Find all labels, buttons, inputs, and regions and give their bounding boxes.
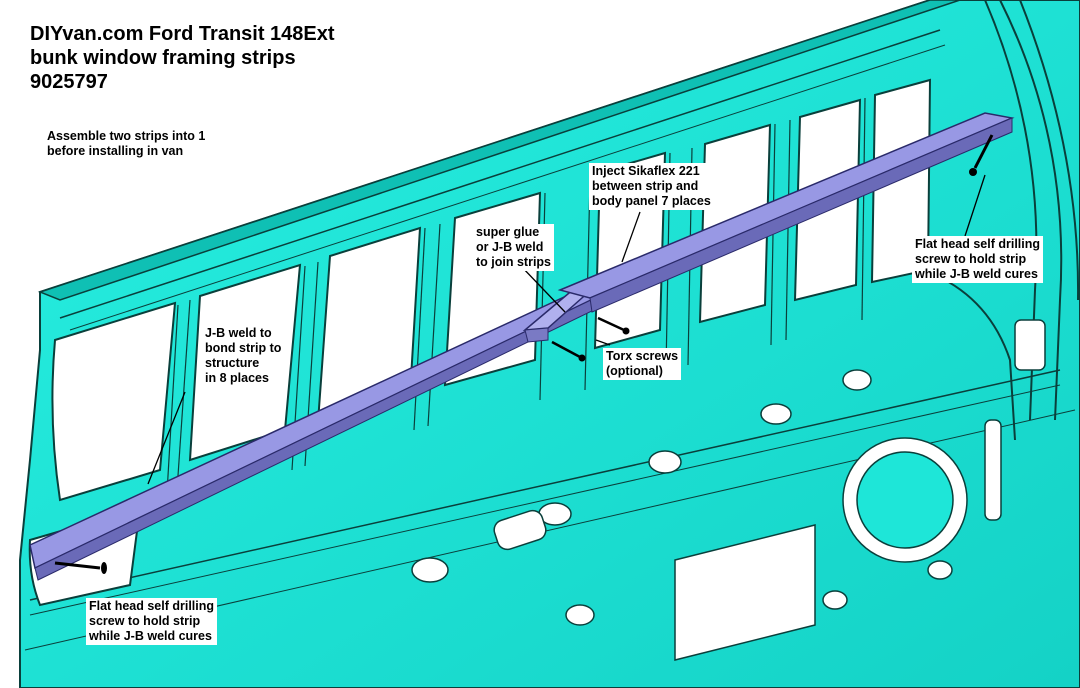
leader-lines bbox=[147, 174, 986, 485]
torx-screws bbox=[551, 316, 630, 362]
screw-left bbox=[54, 561, 107, 574]
title-line-1: DIYvan.com Ford Transit 148Ext bbox=[30, 23, 335, 45]
title-line-3: 9025797 bbox=[30, 71, 108, 93]
torx-screws-note: Torx screws (optional) bbox=[603, 348, 682, 380]
screw-right bbox=[969, 134, 994, 176]
flat-head-screw-note-right: Flat head self drilling screw to hold st… bbox=[912, 236, 1044, 283]
title-line-2: bunk window framing strips bbox=[30, 47, 296, 69]
diagram-title: DIYvan.com Ford Transit 148Ext bunk wind… bbox=[26, 22, 339, 94]
flat-head-screw-note-left: Flat head self drilling screw to hold st… bbox=[86, 598, 218, 645]
framing-strip-right bbox=[557, 112, 1015, 313]
jb-weld-note: J-B weld to bond strip to structure in 8… bbox=[202, 325, 285, 387]
assemble-note: Assemble two strips into 1 before instal… bbox=[44, 128, 209, 160]
lower-cutouts bbox=[411, 319, 1046, 661]
sikaflex-note: Inject Sikaflex 221 between strip and bo… bbox=[589, 163, 714, 210]
super-glue-note: super glue or J-B weld to join strips bbox=[473, 224, 554, 271]
rear-pillar bbox=[934, 0, 1080, 441]
framing-strip-left bbox=[29, 283, 599, 581]
